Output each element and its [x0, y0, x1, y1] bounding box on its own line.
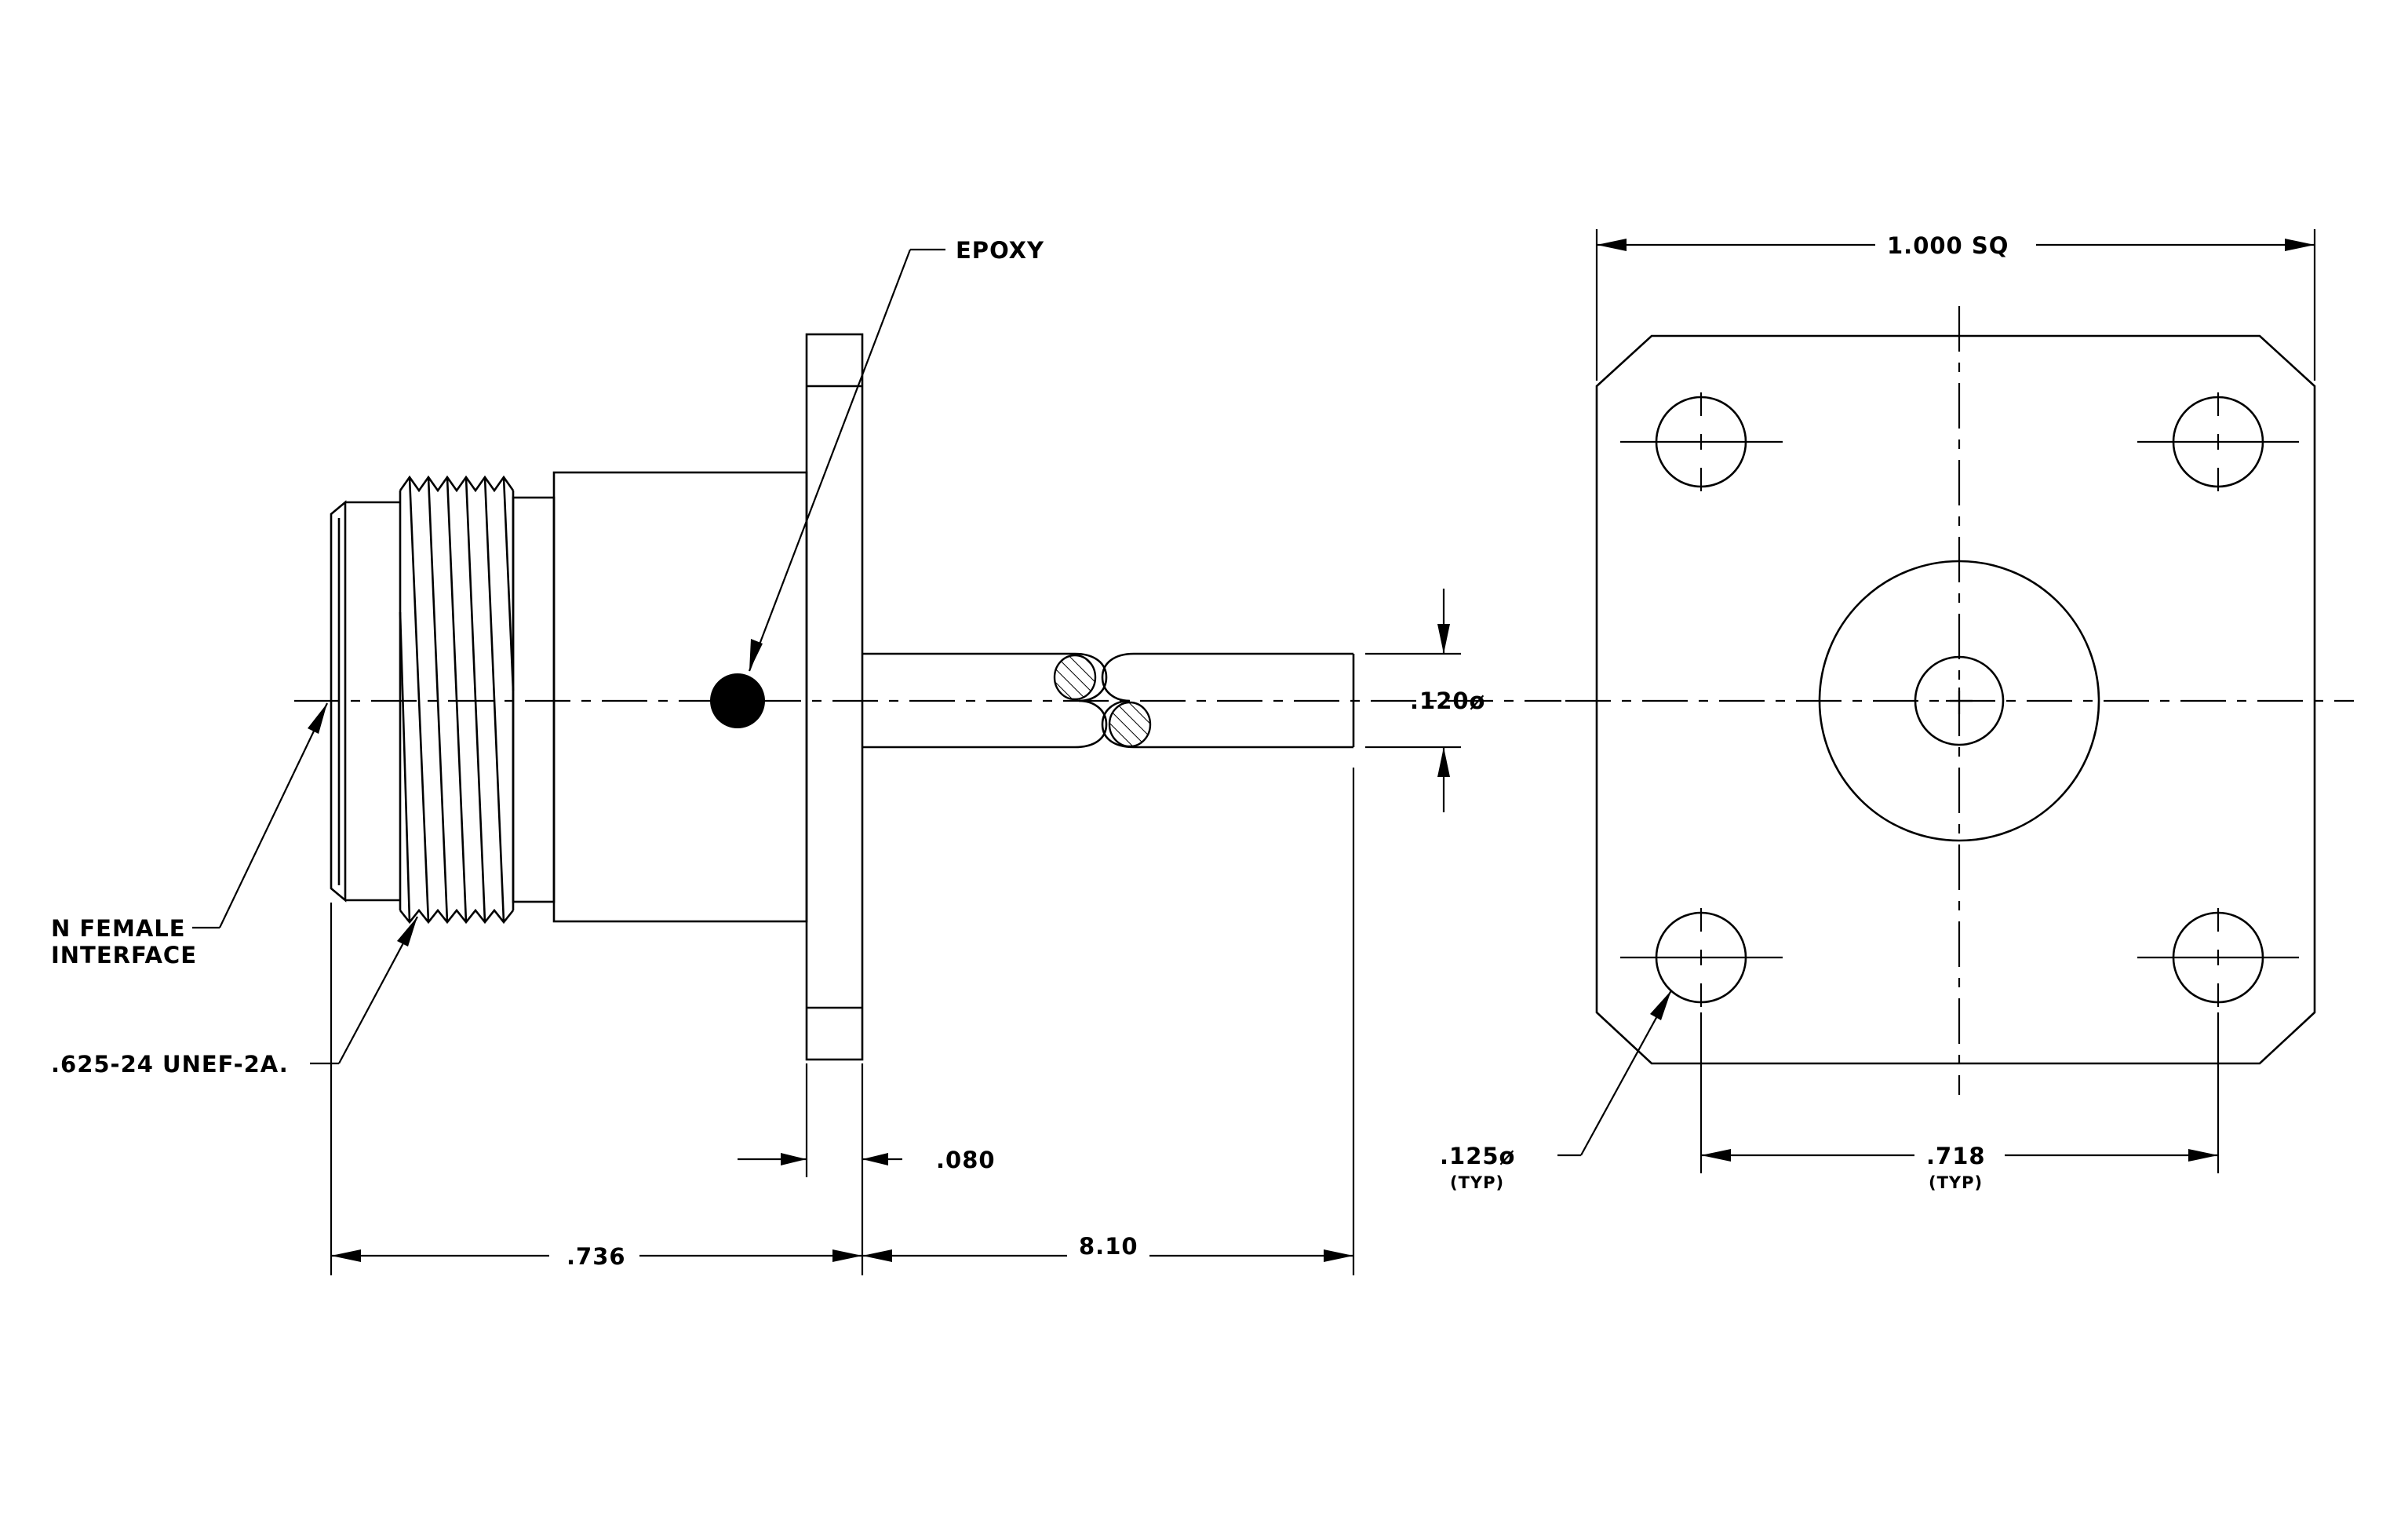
pin-diameter-label: .120ø: [1410, 688, 1485, 714]
hole-spacing-label: .718: [1926, 1143, 1986, 1169]
mounting-hole-top-left: [1620, 392, 1783, 491]
dielectric-circle: [1818, 560, 2100, 842]
flange-side: [805, 333, 864, 1061]
interface-nose: [330, 500, 400, 903]
thread-section: [399, 475, 515, 925]
connector-body: [552, 471, 808, 923]
front-view: 1.000 SQ .718 (TYP) .125ø (TYP): [1440, 229, 2354, 1192]
epoxy-label: EPOXY: [956, 237, 1044, 264]
thread-spec-label: .625-24 UNEF-2A.: [51, 1051, 289, 1078]
connector-length-label: .736: [566, 1243, 626, 1270]
hole-diameter-note: (TYP): [1450, 1173, 1504, 1192]
side-view: .080 .736 8.10 .120ø EPOXY N FEMALE INTE…: [51, 237, 1561, 1275]
flange-outline: [1595, 334, 2316, 1065]
flange-thickness-label: .080: [936, 1147, 996, 1173]
epoxy-dot: [710, 673, 765, 728]
pin: [862, 652, 1355, 749]
hole-spacing-note: (TYP): [1929, 1173, 1983, 1192]
mounting-hole-bottom-right: [2137, 908, 2299, 1007]
flange-size-label: 1.000 SQ: [1887, 232, 2009, 259]
interface-label: INTERFACE: [51, 942, 197, 968]
thread-relief: [512, 496, 556, 903]
mounting-hole-top-right: [2137, 392, 2299, 491]
pin-length-label: 8.10: [1079, 1233, 1138, 1260]
center-pin-circle: [1914, 655, 2005, 746]
mounting-hole-bottom-left: [1620, 908, 1783, 1007]
hole-diameter-label: .125ø: [1440, 1143, 1515, 1169]
n-female-label: N FEMALE: [51, 915, 186, 942]
